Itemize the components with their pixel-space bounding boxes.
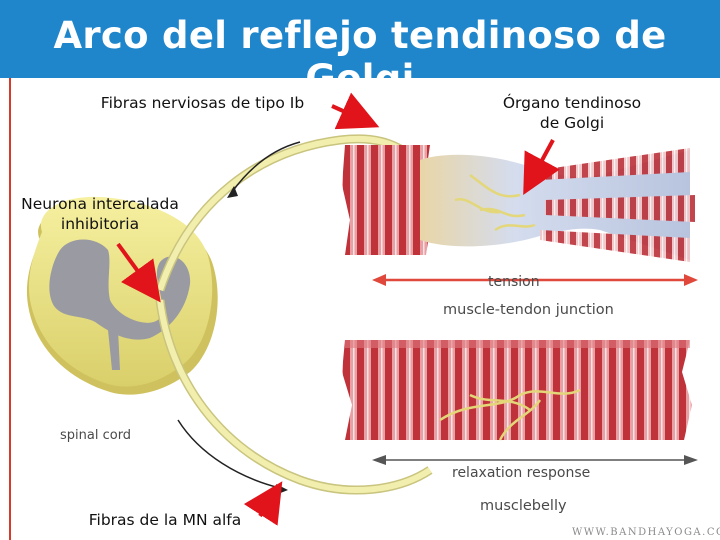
watermark: WWW.BANDHAYOGA.COM bbox=[572, 527, 720, 538]
interneuron-label-line2: inhibitoria bbox=[0, 214, 200, 234]
mn-fibers-label: Fibras de la MN alfa bbox=[70, 510, 260, 530]
muscle-tendon-panel bbox=[342, 145, 698, 286]
ib-fibers-label: Fibras nerviosas de tipo Ib bbox=[80, 93, 325, 113]
arrow-to-mn-fibers bbox=[260, 488, 278, 516]
muscle-belly-label: musclebelly bbox=[480, 498, 567, 514]
golgi-label-line2: de Golgi bbox=[502, 113, 642, 133]
interneuron-label: Neurona intercalada inhibitoria bbox=[0, 194, 200, 234]
golgi-organ-label: Órgano tendinoso de Golgi bbox=[502, 93, 642, 133]
tension-label: tension bbox=[488, 274, 540, 290]
spinal-cord-label: spinal cord bbox=[60, 428, 131, 443]
relaxation-label: relaxation response bbox=[452, 465, 590, 481]
interneuron-label-line1: Neurona intercalada bbox=[0, 194, 200, 214]
junction-label: muscle-tendon junction bbox=[443, 302, 614, 318]
arrow-to-ib-fibers bbox=[332, 106, 372, 124]
golgi-label-line1: Órgano tendinoso bbox=[502, 93, 642, 113]
muscle-belly-panel bbox=[342, 340, 698, 465]
